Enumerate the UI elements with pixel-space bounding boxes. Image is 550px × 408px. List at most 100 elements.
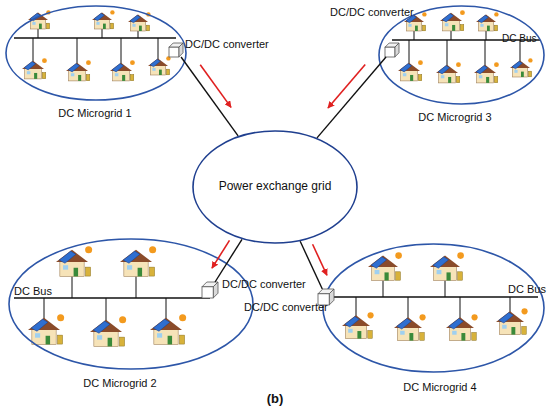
battery (368, 330, 372, 338)
battery (149, 267, 154, 276)
house-door (74, 268, 78, 277)
house-roof (92, 12, 112, 20)
house-wall (94, 331, 118, 346)
house-icon (342, 297, 374, 339)
house-icon (148, 38, 171, 75)
house-icon (510, 40, 533, 77)
solar-panel (153, 319, 170, 331)
solar-panel (94, 13, 104, 21)
house-icon (56, 246, 92, 298)
power-flow-arrow (212, 240, 230, 268)
sun (456, 62, 461, 67)
cube-side (179, 43, 183, 57)
link-line (317, 57, 386, 138)
house-feeder (447, 40, 448, 69)
house-window (71, 73, 75, 76)
house-wall (434, 266, 457, 280)
solar-panel (512, 61, 522, 69)
house-wall (401, 71, 418, 81)
house-window (514, 70, 517, 73)
house-icon (440, 10, 465, 40)
house-door (448, 77, 451, 83)
microgrid-ellipse: DC BusDC Microgrid 2 (8, 238, 254, 370)
exchange-grid-ellipse: Power exchange grid (192, 130, 358, 244)
ellipse-outline (6, 6, 186, 100)
house-door (486, 77, 489, 83)
house-window (437, 270, 442, 274)
house-window (132, 24, 135, 27)
node-outline (169, 43, 183, 57)
house-roof (66, 63, 88, 71)
house-door (409, 333, 413, 341)
house-window (479, 75, 483, 78)
battery (396, 272, 401, 280)
house-icon (368, 252, 402, 297)
cube-front (202, 287, 213, 298)
dc-bus-line (14, 297, 210, 299)
microgrid-ellipse: DC BusDC Microgrid 4 (322, 243, 545, 373)
battery (422, 25, 425, 31)
house-roof (476, 14, 496, 22)
battery (179, 335, 184, 344)
battery (456, 77, 460, 83)
sun (494, 62, 499, 67)
house-window (97, 335, 102, 339)
house-wall (94, 20, 109, 29)
house-roof (110, 63, 132, 71)
power-flow-arrow (200, 65, 231, 108)
house-wall (477, 73, 494, 83)
bus-label: DC Bus (508, 283, 546, 295)
battery (57, 335, 62, 344)
ellipse-outline (193, 131, 357, 243)
battery (166, 69, 169, 75)
house-icon (436, 40, 461, 83)
house-icon (92, 10, 115, 38)
house-roof (436, 65, 458, 73)
house-door (168, 336, 172, 345)
battery (119, 337, 124, 346)
microgrid-ellipse: DC Microgrid 1 (5, 5, 187, 101)
solar-panel (433, 257, 449, 268)
house-wall (30, 20, 45, 29)
solar-panel (59, 251, 76, 263)
house-window (480, 24, 483, 27)
house-roof (474, 65, 496, 73)
house-door (138, 268, 142, 277)
microgrid-name: DC Microgrid 2 (60, 377, 180, 389)
battery (528, 71, 531, 77)
house-icon (66, 38, 91, 81)
house-wall (124, 261, 148, 276)
solar-panel (499, 312, 514, 323)
house-icon (430, 252, 464, 297)
house-icon (398, 40, 423, 81)
house-window (403, 73, 407, 76)
node-outline (322, 243, 545, 373)
house-feeder (72, 276, 73, 298)
battery (420, 332, 424, 340)
link-line (181, 57, 238, 136)
house-door (447, 272, 451, 280)
house-feeder (136, 276, 137, 298)
house-feeder (33, 38, 34, 65)
house-wall (499, 321, 520, 334)
battery (494, 25, 497, 31)
node-outline (385, 43, 399, 57)
sun (130, 60, 135, 65)
house-door (139, 26, 142, 31)
house-door (159, 70, 162, 75)
house-window (452, 331, 456, 335)
house-window (157, 333, 162, 337)
sun (57, 314, 64, 321)
sun (528, 58, 532, 62)
link-line (215, 239, 242, 282)
sun (86, 60, 91, 65)
house-icon (120, 246, 156, 298)
house-feeder (121, 38, 122, 67)
house-wall (478, 22, 493, 31)
sun (395, 252, 402, 259)
sun (460, 10, 465, 15)
house-door (410, 75, 413, 81)
house-icon (150, 298, 186, 344)
house-window (96, 22, 99, 25)
